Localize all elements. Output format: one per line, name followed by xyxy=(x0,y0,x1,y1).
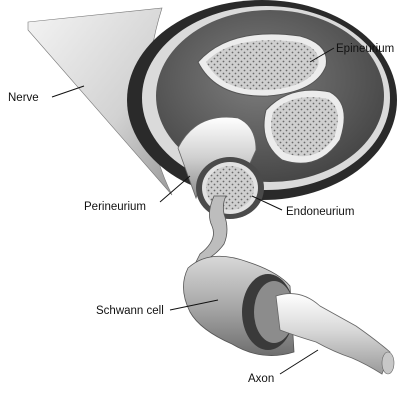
nerve-fiber-strand xyxy=(194,196,227,266)
axon xyxy=(276,294,390,374)
label-schwann-cell: Schwann cell xyxy=(96,305,164,317)
label-epineurium: Epineurium xyxy=(336,43,394,55)
nerve-leader-line xyxy=(52,86,84,97)
label-nerve: Nerve xyxy=(8,92,39,104)
label-endoneurium: Endoneurium xyxy=(286,206,354,218)
label-perineurium: Perineurium xyxy=(84,201,146,213)
label-axon: Axon xyxy=(248,373,274,385)
